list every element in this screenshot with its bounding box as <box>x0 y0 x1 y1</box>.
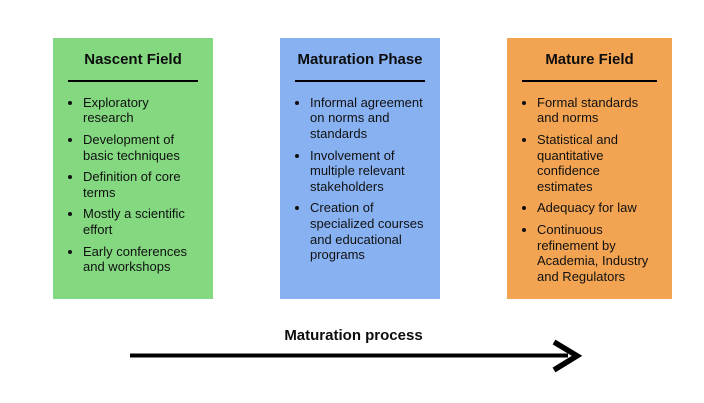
title-underline <box>295 79 425 82</box>
arrow-head-icon <box>552 339 582 373</box>
bullet-item: Creation of specialized courses and educ… <box>310 200 426 262</box>
title-underline <box>522 79 657 82</box>
stage-bullet-list: Informal agreement on norms and standard… <box>280 95 440 263</box>
bullet-item: Adequacy for law <box>537 200 658 216</box>
bullet-item: Development of basic techniques <box>83 132 199 163</box>
stage-title: Maturation Phase <box>297 51 423 68</box>
arrow-label: Maturation process <box>284 327 423 344</box>
stage-bullet-list: Exploratory research Development of basi… <box>53 95 213 275</box>
title-underline <box>68 79 198 82</box>
stage-title: Mature Field <box>545 51 634 68</box>
stage-bullet-list: Formal standards and norms Statistical a… <box>507 95 672 285</box>
bullet-item: Definition of core terms <box>83 169 199 200</box>
bullet-item: Mostly a scientific effort <box>83 206 199 237</box>
stage-card-mature-field: Mature Field Formal standards and norms … <box>507 38 672 299</box>
maturation-arrow <box>130 339 582 373</box>
bullet-item: Formal standards and norms <box>537 95 658 126</box>
bullet-item: Informal agreement on norms and standard… <box>310 95 426 142</box>
stage-title: Nascent Field <box>84 51 182 68</box>
bullet-item: Involvement of multiple relevant stakeho… <box>310 148 426 195</box>
bullet-item: Continuous refinement by Academia, Indus… <box>537 222 658 284</box>
bullet-item: Statistical and quantitative confidence … <box>537 132 658 194</box>
bullet-item: Exploratory research <box>83 95 199 126</box>
stage-card-maturation-phase: Maturation Phase Informal agreement on n… <box>280 38 440 299</box>
stage-card-nascent-field: Nascent Field Exploratory research Devel… <box>53 38 213 299</box>
bullet-item: Early conferences and workshops <box>83 244 199 275</box>
